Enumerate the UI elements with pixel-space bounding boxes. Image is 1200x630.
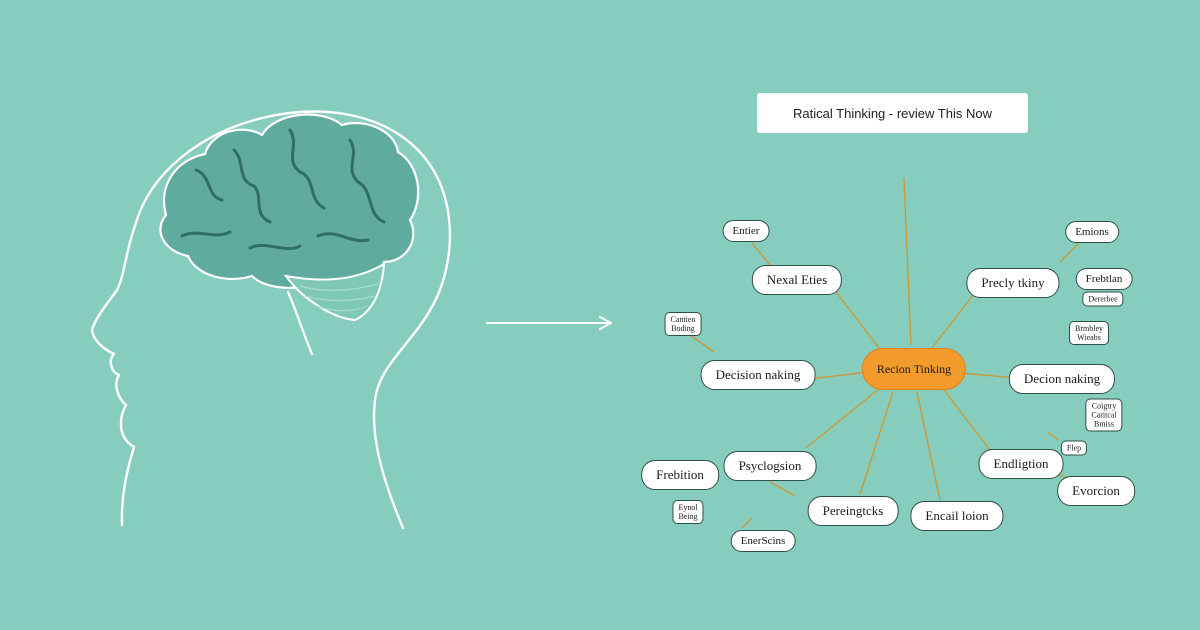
line-encail	[916, 391, 941, 501]
node-nexal-eties: Nexal Eties	[751, 265, 843, 295]
line-enerscins	[741, 517, 753, 529]
node-frebition: Frebition	[641, 460, 719, 490]
node-encail-loion: Encail loion	[910, 501, 1004, 531]
line-endlig	[939, 384, 991, 451]
line-entier	[751, 242, 771, 266]
line-pereing	[859, 391, 894, 495]
arrow-right-icon	[486, 316, 612, 330]
node-psyclogsion: Psyclogsion	[723, 451, 817, 481]
node-frebtlan: Frebtlan	[1075, 268, 1133, 290]
line-flep	[1047, 431, 1059, 441]
node-pereingtcks: Pereingtcks	[807, 496, 899, 526]
node-coigtry: Coigtry Caritcal Bmiss	[1085, 398, 1123, 432]
diagram-title: Ratical Thinking - review This Now	[757, 93, 1028, 133]
node-evorcion: Evorcion	[1057, 476, 1135, 506]
node-precly-tkiny: Precly tkiny	[966, 268, 1060, 298]
line-decision-l	[809, 371, 869, 380]
line-nexal	[832, 287, 883, 353]
line-top	[903, 177, 912, 346]
line-emions	[1059, 241, 1081, 263]
node-dererbee: Dererbee	[1082, 291, 1124, 307]
line-precly	[931, 289, 978, 349]
line-psyclog	[805, 387, 881, 449]
brain-icon	[159, 113, 420, 356]
node-decion-naking: Decion naking	[1008, 364, 1116, 394]
node-decision-naking: Decision naking	[700, 360, 816, 390]
center-node: Recion Tinking	[861, 348, 967, 390]
node-eynol-being: Eynol Being	[672, 500, 704, 524]
head-outline-icon	[90, 110, 452, 530]
node-emions: Emions	[1065, 221, 1119, 243]
line-cantien	[689, 334, 715, 353]
node-brmbley-wieabs: Brmbley Wieabs	[1069, 321, 1109, 345]
connector-lines	[689, 177, 1081, 529]
node-flep: Flep	[1060, 440, 1088, 456]
line-decion-r	[959, 372, 1019, 379]
node-enerscins: EnerScins	[730, 530, 796, 552]
node-cantien-boding: Cantien Boding	[664, 312, 702, 336]
node-entier: Entier	[722, 220, 770, 242]
line-psyclog-2	[769, 481, 796, 497]
node-endligtion: Endligtion	[978, 449, 1064, 479]
